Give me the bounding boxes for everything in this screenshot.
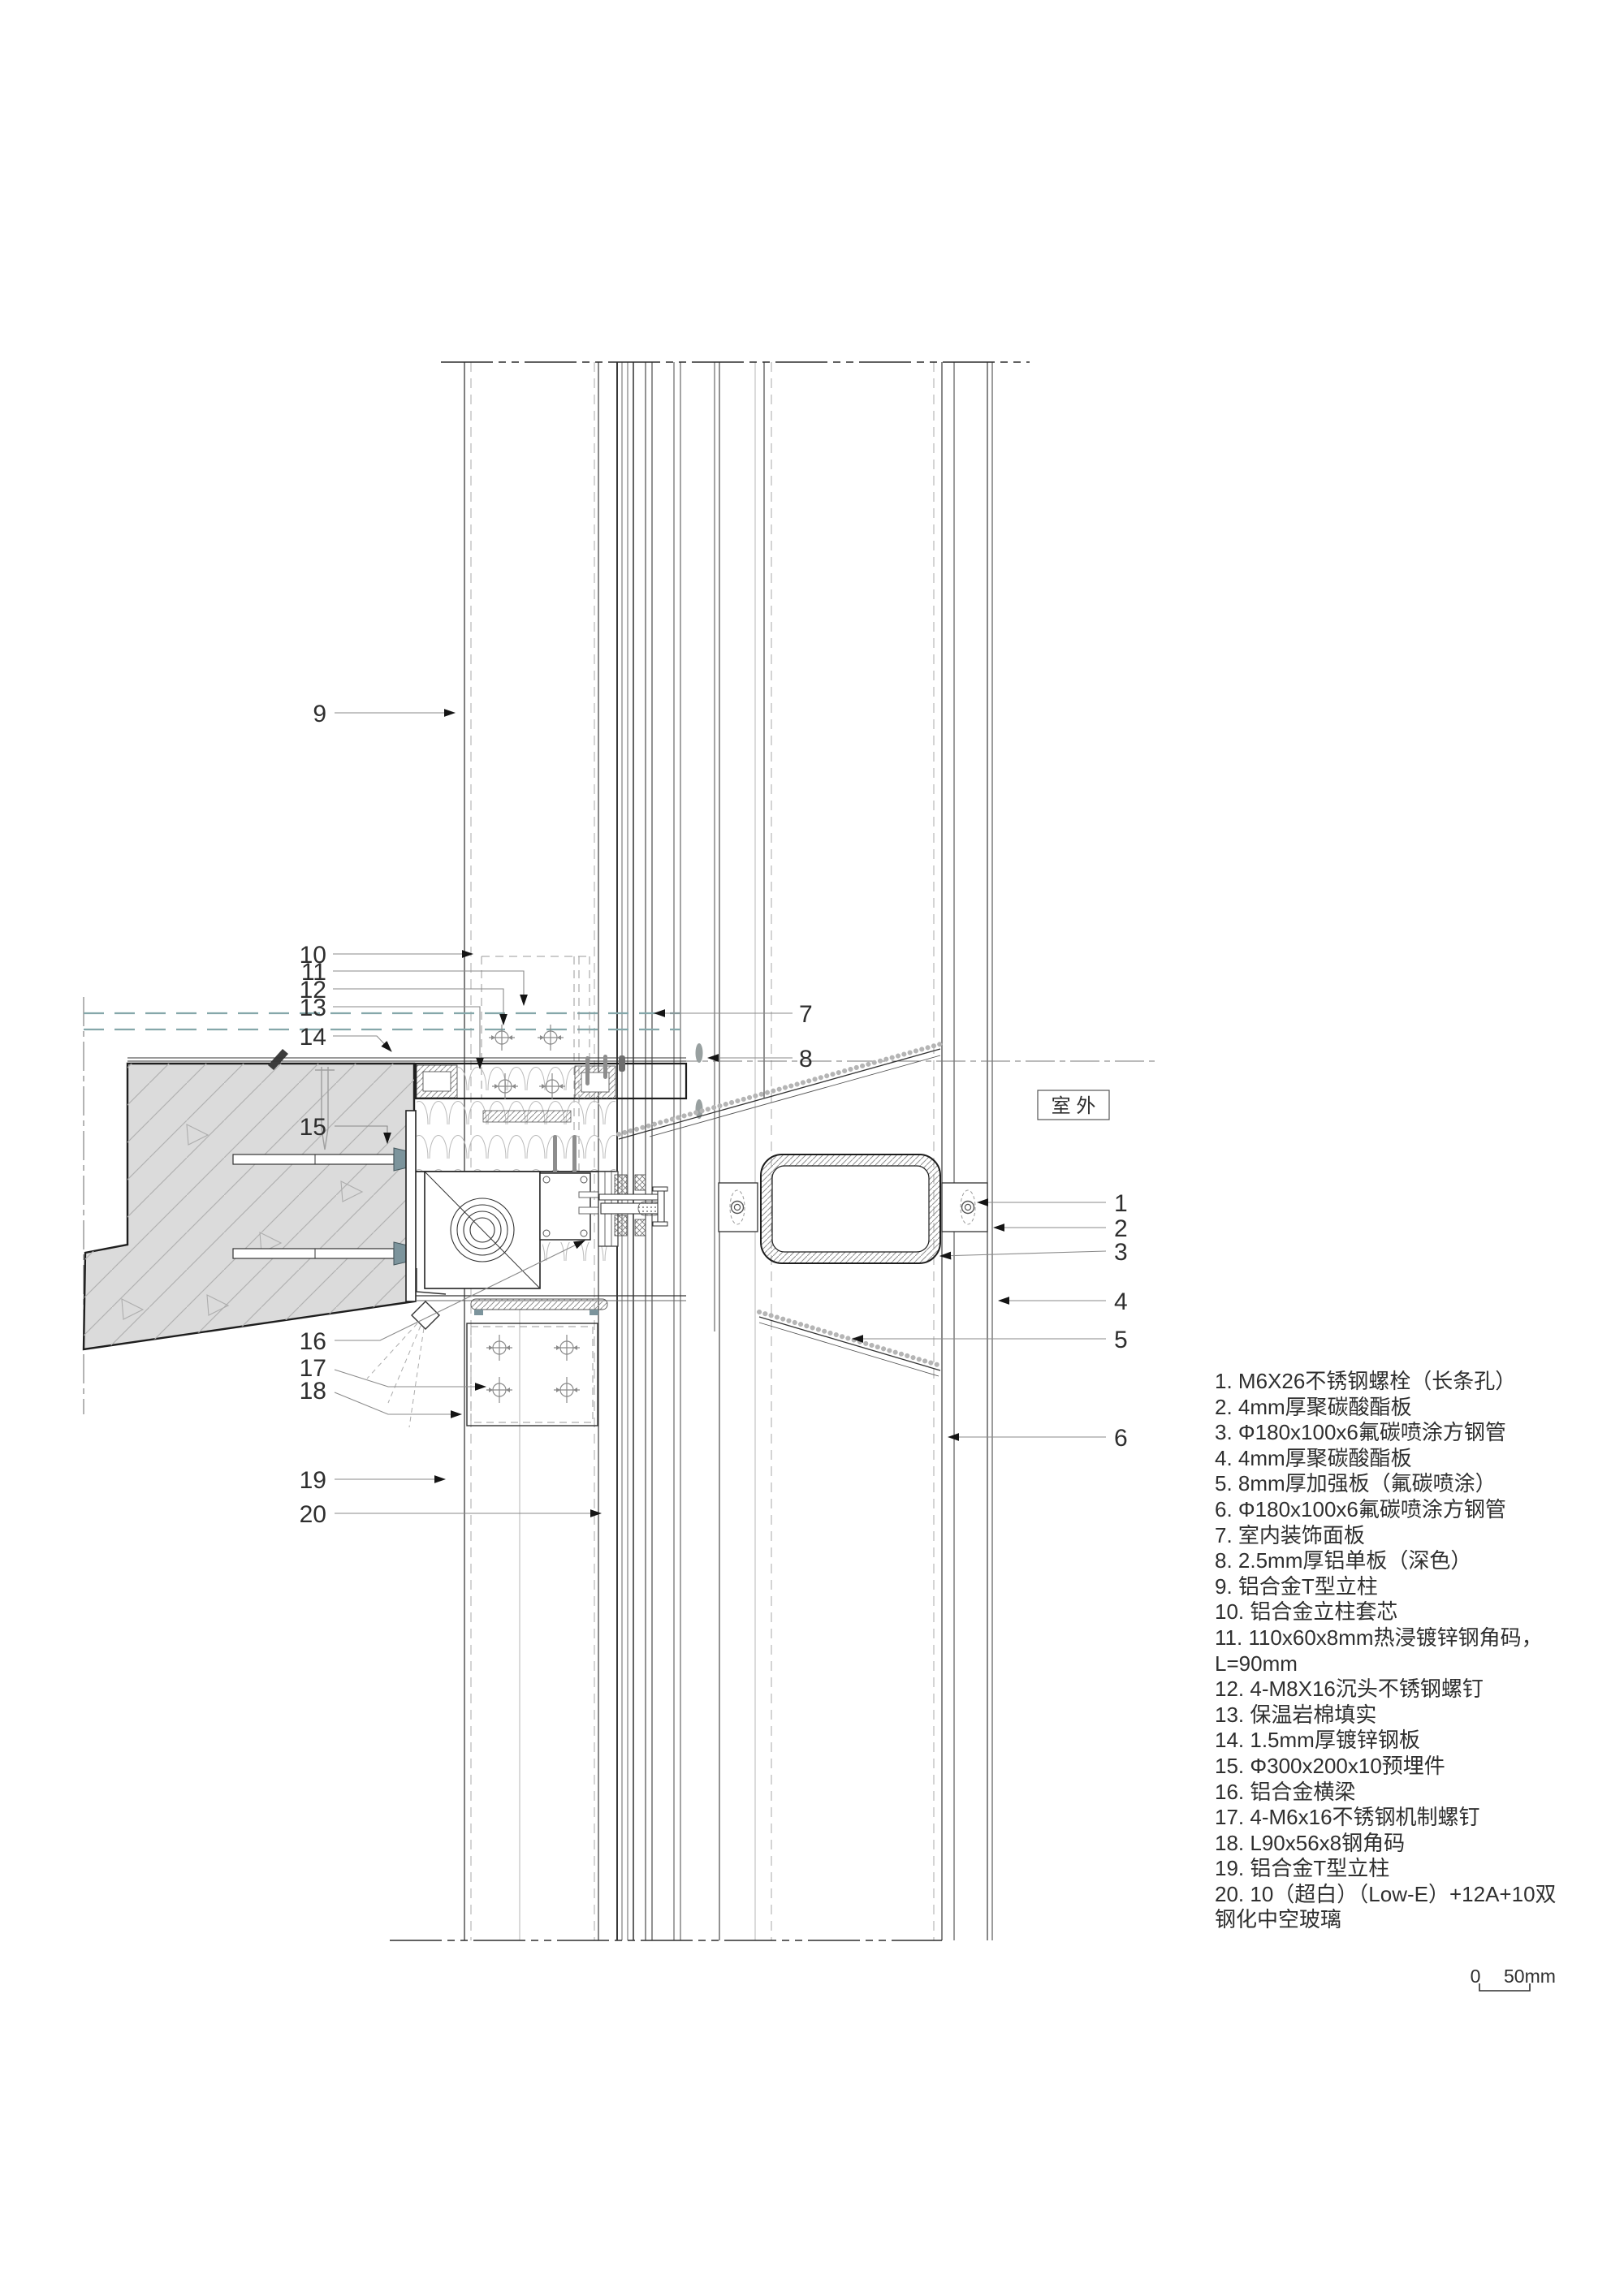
callout-14: 14 [300, 1024, 326, 1051]
exterior-label: 室 外 [1052, 1095, 1096, 1117]
legend-line: 6. Φ180x100x6氟碳喷涂方钢管 [1215, 1496, 1506, 1521]
legend-line: 2. 4mm厚聚碳酸酯板 [1215, 1394, 1412, 1419]
callout-10: 10 [300, 942, 326, 969]
square-steel-pipe-section [760, 1154, 941, 1264]
legend-line: 1. M6X26不锈钢螺栓（长条孔） [1215, 1369, 1517, 1393]
scale-fifty: 50mm [1504, 1966, 1556, 1987]
beam-seat [416, 1268, 686, 1315]
scale-zero: 0 [1471, 1966, 1481, 1987]
callout-1: 1 [1114, 1190, 1128, 1217]
legend-line: 9. 铝合金T型立柱 [1215, 1573, 1378, 1599]
exterior-label-box: 室 外 [1037, 1090, 1110, 1120]
callout-4: 4 [1114, 1288, 1128, 1315]
legend-line: 8. 2.5mm厚铝单板（深色） [1215, 1548, 1472, 1573]
callout-15: 15 [300, 1114, 326, 1141]
concrete-slab [82, 1049, 417, 1351]
glazing-connection [598, 1043, 703, 1247]
silicone-gasket [695, 1043, 703, 1063]
callout-20: 20 [300, 1501, 326, 1528]
legend-line: 7. 室内装饰面板 [1215, 1522, 1365, 1547]
callout-13: 13 [300, 995, 326, 1021]
legend-line: 20. 10（超白）（Low-E）+12A+10双 [1215, 1881, 1557, 1906]
callout-19: 19 [300, 1467, 326, 1494]
callout-leaders [333, 709, 1107, 1517]
legend-line: 5. 8mm厚加强板（氟碳喷涂） [1215, 1471, 1497, 1496]
callout-17: 17 [300, 1355, 326, 1382]
callout-18: 18 [300, 1378, 326, 1405]
galvanized-sheet [127, 1057, 686, 1062]
aluminum-beam-box [539, 1172, 601, 1241]
legend-line: 18. L90x56x8钢角码 [1215, 1830, 1406, 1855]
legend-line: 13. 保温岩棉填实 [1215, 1702, 1377, 1727]
bolt-bracket-left [718, 1182, 758, 1232]
callout-8: 8 [799, 1046, 813, 1072]
legend-line: 15. Φ300x200x10预埋件 [1215, 1753, 1445, 1778]
aggregate-triangles [121, 1124, 364, 1320]
callout-12: 12 [300, 977, 326, 1003]
weld-tick [268, 1049, 288, 1070]
legend-line: 钢化中空玻璃 [1215, 1907, 1342, 1932]
fastener-screws [553, 1055, 625, 1179]
bolt-bracket-right [941, 1182, 988, 1232]
legend-line: 16. 铝合金横梁 [1215, 1779, 1356, 1804]
legend-keynotes: 1. M6X26不锈钢螺栓（长条孔） 2. 4mm厚聚碳酸酯板 3. Φ180x… [1215, 1369, 1596, 1933]
diagonal-plates [616, 1042, 943, 1377]
callout-6: 6 [1114, 1425, 1128, 1452]
scale-bar: 0 50mm [1471, 1966, 1556, 1992]
legend-line: 19. 铝合金T型立柱 [1215, 1856, 1390, 1881]
square-tube-section-left [424, 1171, 541, 1289]
callout-5: 5 [1114, 1327, 1128, 1353]
embed-plate [405, 1110, 417, 1302]
legend-line: 4. 4mm厚聚碳酸酯板 [1215, 1445, 1412, 1470]
callout-11: 11 [301, 959, 326, 986]
callout-numbers: 9 10 11 12 13 14 15 16 17 18 19 20 7 8 1… [300, 701, 1128, 1528]
glass-unit-lines [616, 362, 634, 1940]
diamond-clip [366, 1301, 440, 1428]
vertical-system-lines [464, 362, 993, 1940]
legend-line: 10. 铝合金立柱套芯 [1215, 1599, 1398, 1625]
legend-line: 17. 4-M6x16不锈钢机制螺钉 [1215, 1805, 1480, 1830]
anchor-bolt-symbol [315, 1067, 335, 1150]
legend-line: L=90mm [1215, 1651, 1298, 1676]
embed-anchor-rods [232, 1147, 408, 1266]
callout-3: 3 [1114, 1239, 1128, 1266]
callout-2: 2 [1114, 1215, 1128, 1242]
legend-line: 14. 1.5mm厚镀锌钢板 [1215, 1728, 1420, 1753]
legend-line: 3. Φ180x100x6氟碳喷涂方钢管 [1215, 1420, 1506, 1445]
legend-line: 11. 110x60x8mm热浸镀锌钢角码， [1215, 1625, 1543, 1650]
legend-line: 12. 4-M8X16沉头不锈钢螺钉 [1215, 1677, 1484, 1702]
break-lines [390, 361, 1030, 1941]
callout-9: 9 [313, 701, 326, 727]
steel-angle-bracket [466, 1323, 598, 1426]
callout-16: 16 [300, 1328, 326, 1355]
callout-7: 7 [799, 1001, 813, 1028]
